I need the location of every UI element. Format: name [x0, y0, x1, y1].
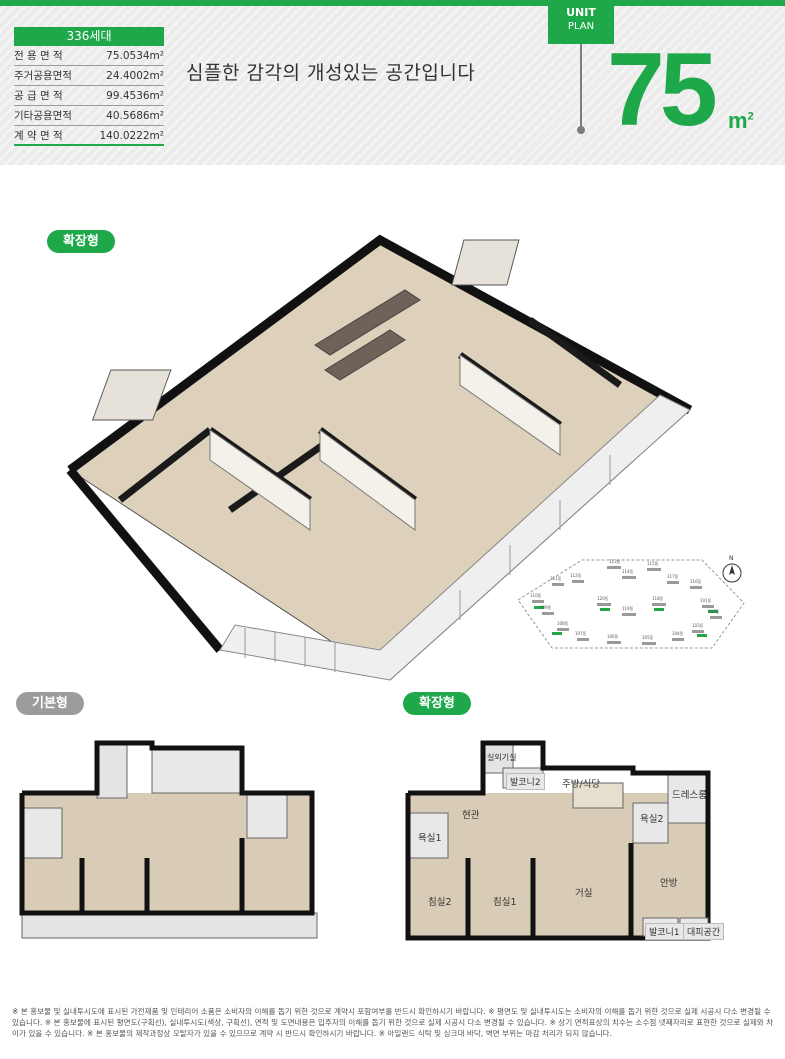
basic-bath1 — [21, 807, 63, 859]
spec-label: 주거공용면적 — [14, 70, 72, 82]
building-label: 119동 — [622, 606, 634, 611]
room-label-utility: 실외기실 — [487, 753, 517, 762]
room-label-master: 안방 — [660, 878, 678, 889]
building-label: 116동 — [690, 579, 702, 584]
basic-kitchen-balcony — [151, 747, 243, 794]
unit-badge-line2: PLAN — [567, 21, 595, 32]
spec-label: 계 약 면 적 — [14, 130, 63, 142]
building-label: 104동 — [672, 631, 684, 636]
top-accent-line — [0, 0, 785, 6]
building-label: 106동 — [607, 634, 619, 639]
spec-row-residential-common: 주거공용면적 24.4002m² — [14, 66, 164, 86]
building-label: 114동 — [622, 569, 634, 574]
room-label-bath1: 욕실1 — [418, 833, 442, 844]
spec-value: 99.4536m² — [106, 90, 164, 102]
building-label: 110동 — [530, 593, 542, 598]
ext-kitchen-counter — [572, 782, 624, 809]
building-label: 108동 — [557, 621, 569, 626]
building-label: 105동 — [642, 635, 654, 640]
unit-badge-line1: UNIT — [566, 6, 596, 19]
spec-table: 336세대 전 용 면 적 75.0534m² 주거공용면적 24.4002m²… — [14, 27, 164, 146]
iso-balcony — [219, 394, 691, 681]
spec-label: 전 용 면 적 — [14, 50, 63, 62]
compass-label: N — [729, 555, 734, 562]
room-label-bed2: 침실2 — [428, 897, 452, 908]
ext-walls — [405, 740, 711, 941]
room-label-bed1: 침실1 — [493, 897, 517, 908]
basic-walls — [19, 740, 315, 916]
building-label: 118동 — [652, 596, 664, 601]
unit-size-unit-text: m — [728, 108, 748, 133]
basic-floorplan — [19, 740, 318, 939]
building-label: 113동 — [609, 559, 621, 564]
spec-row-other-common: 기타공용면적 40.5686m² — [14, 106, 164, 126]
ext-bath2 — [632, 802, 669, 844]
basic-type-pill: 기본형 — [16, 692, 84, 715]
iso-balcony-railing — [244, 455, 611, 672]
building-label: 107동 — [575, 631, 587, 636]
spec-label: 공 급 면 적 — [14, 90, 63, 102]
basic-front-balcony — [21, 912, 318, 939]
iso-wall-faces — [209, 354, 561, 531]
building-label: 115동 — [647, 561, 659, 566]
room-label-balcony2: 발코니2 — [506, 773, 545, 790]
basic-utility — [96, 742, 128, 799]
site-map: 113동 111동 112동 114동 115동 117동 116동 110동 … — [517, 555, 745, 649]
unit-size-sup: 2 — [747, 110, 754, 123]
unit-size-unit: m2 — [728, 108, 754, 134]
spec-value: 75.0534m² — [106, 50, 164, 62]
iso-outer-wall — [67, 234, 693, 474]
building-label: 112동 — [570, 573, 582, 578]
building-label: 109동 — [540, 605, 552, 610]
spec-value: 40.5686m² — [106, 110, 164, 122]
room-label-dress: 드레스룸 — [672, 790, 707, 801]
site-buildings — [532, 566, 722, 645]
ext-type-pill: 확장형 — [403, 692, 471, 715]
unit-size-number: 75 — [607, 32, 718, 148]
unit-plan-badge: UNIT PLAN — [548, 0, 614, 44]
extended-floorplan — [405, 740, 711, 941]
iso-type-pill: 확장형 — [47, 230, 115, 253]
iso-bathrooms — [91, 239, 520, 421]
site-highlighted-buildings — [534, 606, 718, 637]
room-label-bath2: 욕실2 — [640, 814, 664, 825]
spec-row-supply: 공 급 면 적 99.4536m² — [14, 86, 164, 106]
room-label-kitchen: 주방/식당 — [562, 779, 601, 790]
iso-floorplan-illustration — [66, 234, 693, 681]
iso-left-wall — [66, 467, 224, 653]
spec-row-contract: 계 약 면 적 140.0222m² — [14, 126, 164, 146]
compass-icon: N — [722, 555, 742, 583]
badge-pin-end — [577, 126, 585, 134]
tagline: 심플한 감각의 개성있는 공간입니다 — [186, 62, 476, 84]
building-label: 111동 — [550, 576, 562, 581]
spec-table-title: 336세대 — [14, 27, 164, 46]
building-label: 117동 — [667, 574, 679, 579]
room-label-entrance: 현관 — [462, 810, 480, 821]
spec-value: 24.4002m² — [106, 70, 164, 82]
spec-label: 기타공용면적 — [14, 110, 72, 122]
building-label: 120동 — [597, 596, 609, 601]
building-label: 103동 — [692, 623, 704, 628]
iso-kitchen-counter — [314, 289, 421, 381]
room-label-shelter: 대피공간 — [683, 923, 725, 940]
building-label: 101동 — [700, 598, 712, 603]
disclaimer-text: ※ 본 홍보물 및 실내투시도에 표시된 가전제품 및 인테리어 소품은 소비자… — [12, 1007, 774, 1038]
room-label-balcony1: 발코니1 — [645, 923, 684, 940]
site-building-labels: 113동 111동 112동 114동 115동 117동 116동 110동 … — [530, 559, 720, 640]
spec-value: 140.0222m² — [99, 130, 164, 142]
building-label: 102동 — [708, 609, 720, 614]
basic-bath2 — [246, 792, 288, 839]
ext-bath1 — [407, 812, 449, 859]
spec-row-exclusive: 전 용 면 적 75.0534m² — [14, 46, 164, 66]
room-label-living: 거실 — [575, 888, 593, 899]
badge-pin — [580, 44, 582, 130]
